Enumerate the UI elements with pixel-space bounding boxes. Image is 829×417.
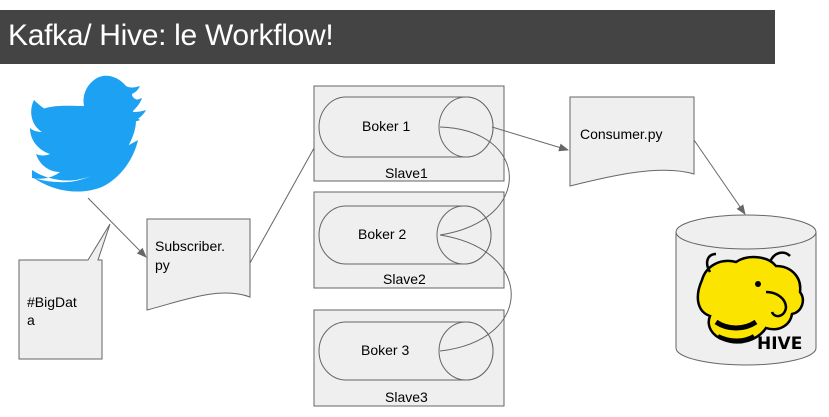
twitter-bird-icon xyxy=(30,75,146,192)
hive-logo-text: HIVE xyxy=(757,334,802,354)
hashtag-text-line1: #BigDat xyxy=(27,294,77,310)
slave3-label: Slave3 xyxy=(385,389,428,405)
slave3-box: Boker 3 Slave3 xyxy=(313,309,505,407)
subscriber-label-line1: Subscriber. xyxy=(155,238,225,254)
slave1-box: Boker 1 Slave1 xyxy=(313,85,505,182)
replication-curve-2-3 xyxy=(439,234,512,352)
replication-curve-1-2 xyxy=(439,126,510,236)
arrow-consumer-to-hive xyxy=(693,139,746,215)
broker3-label: Boker 3 xyxy=(361,342,409,358)
slave2-label: Slave2 xyxy=(383,271,426,287)
consumer-doc: Consumer.py xyxy=(569,96,695,187)
arrow-subscriber-to-broker1 xyxy=(249,131,324,264)
arrow-twitter-to-subscriber xyxy=(87,197,147,258)
hashtag-text-line2: a xyxy=(27,312,35,328)
broker1-label: Boker 1 xyxy=(362,118,410,134)
hashtag-callout: #BigDat a xyxy=(18,223,111,360)
consumer-label: Consumer.py xyxy=(580,126,662,142)
subscriber-doc: Subscriber. py xyxy=(146,218,251,311)
slide-title: Kafka/ Hive: le Workflow! xyxy=(8,19,334,52)
broker2-label: Boker 2 xyxy=(358,226,406,242)
arrow-broker1-to-consumer xyxy=(491,126,569,152)
hive-logo-icon: HIVE xyxy=(696,251,804,354)
title-bar: Kafka/ Hive: le Workflow! xyxy=(0,10,775,64)
slave2-box: Boker 2 Slave2 xyxy=(313,191,505,289)
slave1-label: Slave1 xyxy=(385,165,428,181)
subscriber-label-line2: py xyxy=(155,257,170,273)
